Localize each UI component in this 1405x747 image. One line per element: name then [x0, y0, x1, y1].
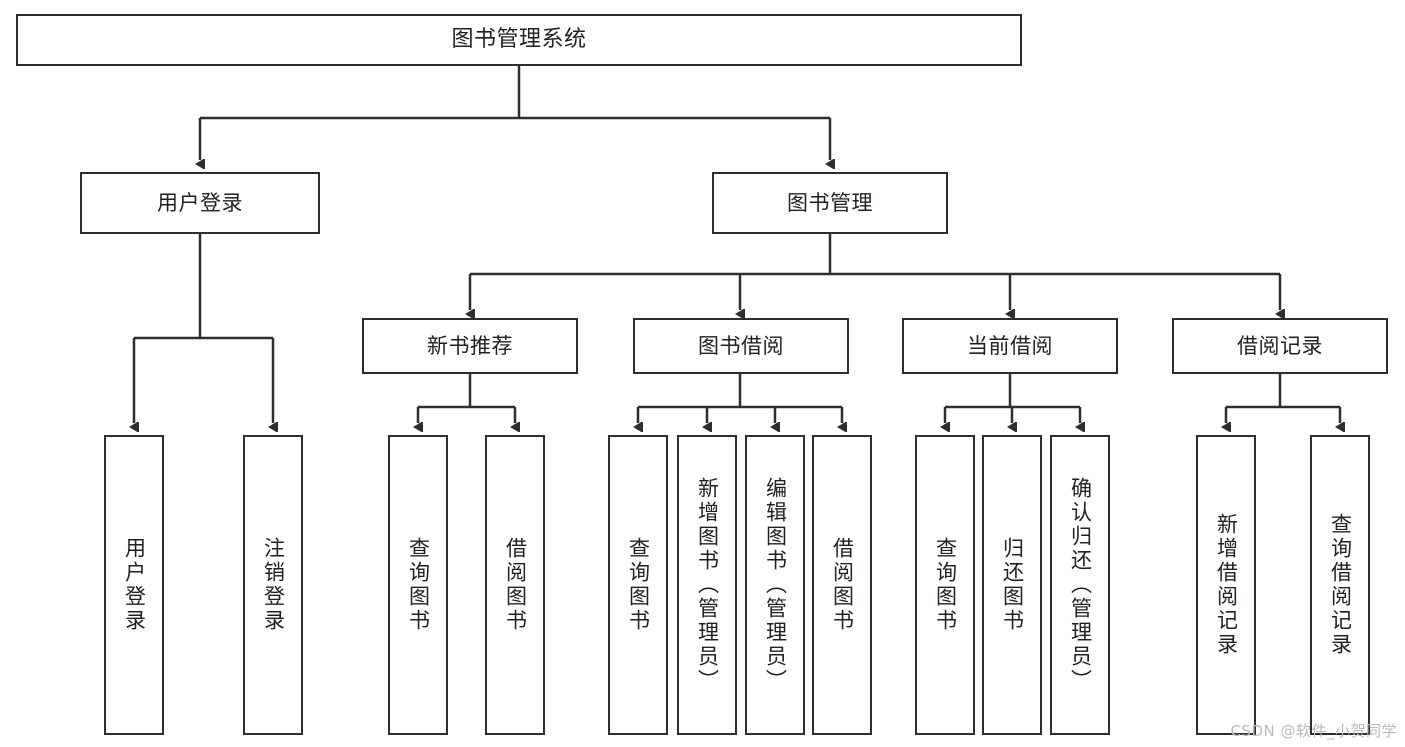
node-label: 新增借阅记录 [1214, 513, 1239, 657]
node-leaf-add-record[interactable]: 新增借阅记录 [1196, 435, 1256, 735]
node-leaf-add-book[interactable]: 新增图书（管理员） [677, 435, 737, 735]
node-leaf-query-record[interactable]: 查询借阅记录 [1310, 435, 1370, 735]
node-leaf-query-book-1[interactable]: 查询图书 [388, 435, 448, 735]
node-leaf-query-book-2[interactable]: 查询图书 [608, 435, 668, 735]
node-leaf-edit-book[interactable]: 编辑图书（管理员） [745, 435, 805, 735]
node-label: 归还图书 [1000, 537, 1025, 633]
node-leaf-logout-login[interactable]: 注销登录 [243, 435, 303, 735]
node-label: 新书推荐 [427, 333, 513, 358]
node-label: 借阅图书 [503, 537, 528, 633]
node-leaf-query-book-3[interactable]: 查询图书 [915, 435, 975, 735]
node-label: 当前借阅 [967, 333, 1053, 358]
node-label: 用户登录 [157, 190, 243, 215]
node-label: 注销登录 [261, 537, 286, 633]
node-label: 借阅图书 [830, 537, 855, 633]
node-book-borrow[interactable]: 图书借阅 [633, 318, 849, 374]
node-label: 图书借阅 [698, 333, 784, 358]
node-leaf-borrow-book-2[interactable]: 借阅图书 [812, 435, 872, 735]
node-new-book-recommend[interactable]: 新书推荐 [362, 318, 578, 374]
node-leaf-return-book[interactable]: 归还图书 [982, 435, 1042, 735]
node-label: 图书管理 [787, 190, 873, 215]
node-leaf-borrow-book-1[interactable]: 借阅图书 [485, 435, 545, 735]
node-user-login[interactable]: 用户登录 [80, 172, 320, 234]
node-label: 查询图书 [626, 537, 651, 633]
node-label: 查询图书 [406, 537, 431, 633]
node-current-borrow[interactable]: 当前借阅 [902, 318, 1118, 374]
node-label: 图书管理系统 [451, 27, 587, 53]
node-label: 确认归还（管理员） [1068, 477, 1093, 693]
node-label: 借阅记录 [1237, 333, 1323, 358]
node-leaf-user-login[interactable]: 用户登录 [104, 435, 164, 735]
node-root-system[interactable]: 图书管理系统 [16, 14, 1022, 66]
node-label: 编辑图书（管理员） [763, 477, 788, 693]
node-borrow-record[interactable]: 借阅记录 [1172, 318, 1388, 374]
node-label: 新增图书（管理员） [695, 477, 720, 693]
node-label: 用户登录 [122, 537, 147, 633]
node-label: 查询图书 [933, 537, 958, 633]
node-leaf-confirm-return[interactable]: 确认归还（管理员） [1050, 435, 1110, 735]
node-label: 查询借阅记录 [1328, 513, 1353, 657]
node-book-management[interactable]: 图书管理 [712, 172, 948, 234]
